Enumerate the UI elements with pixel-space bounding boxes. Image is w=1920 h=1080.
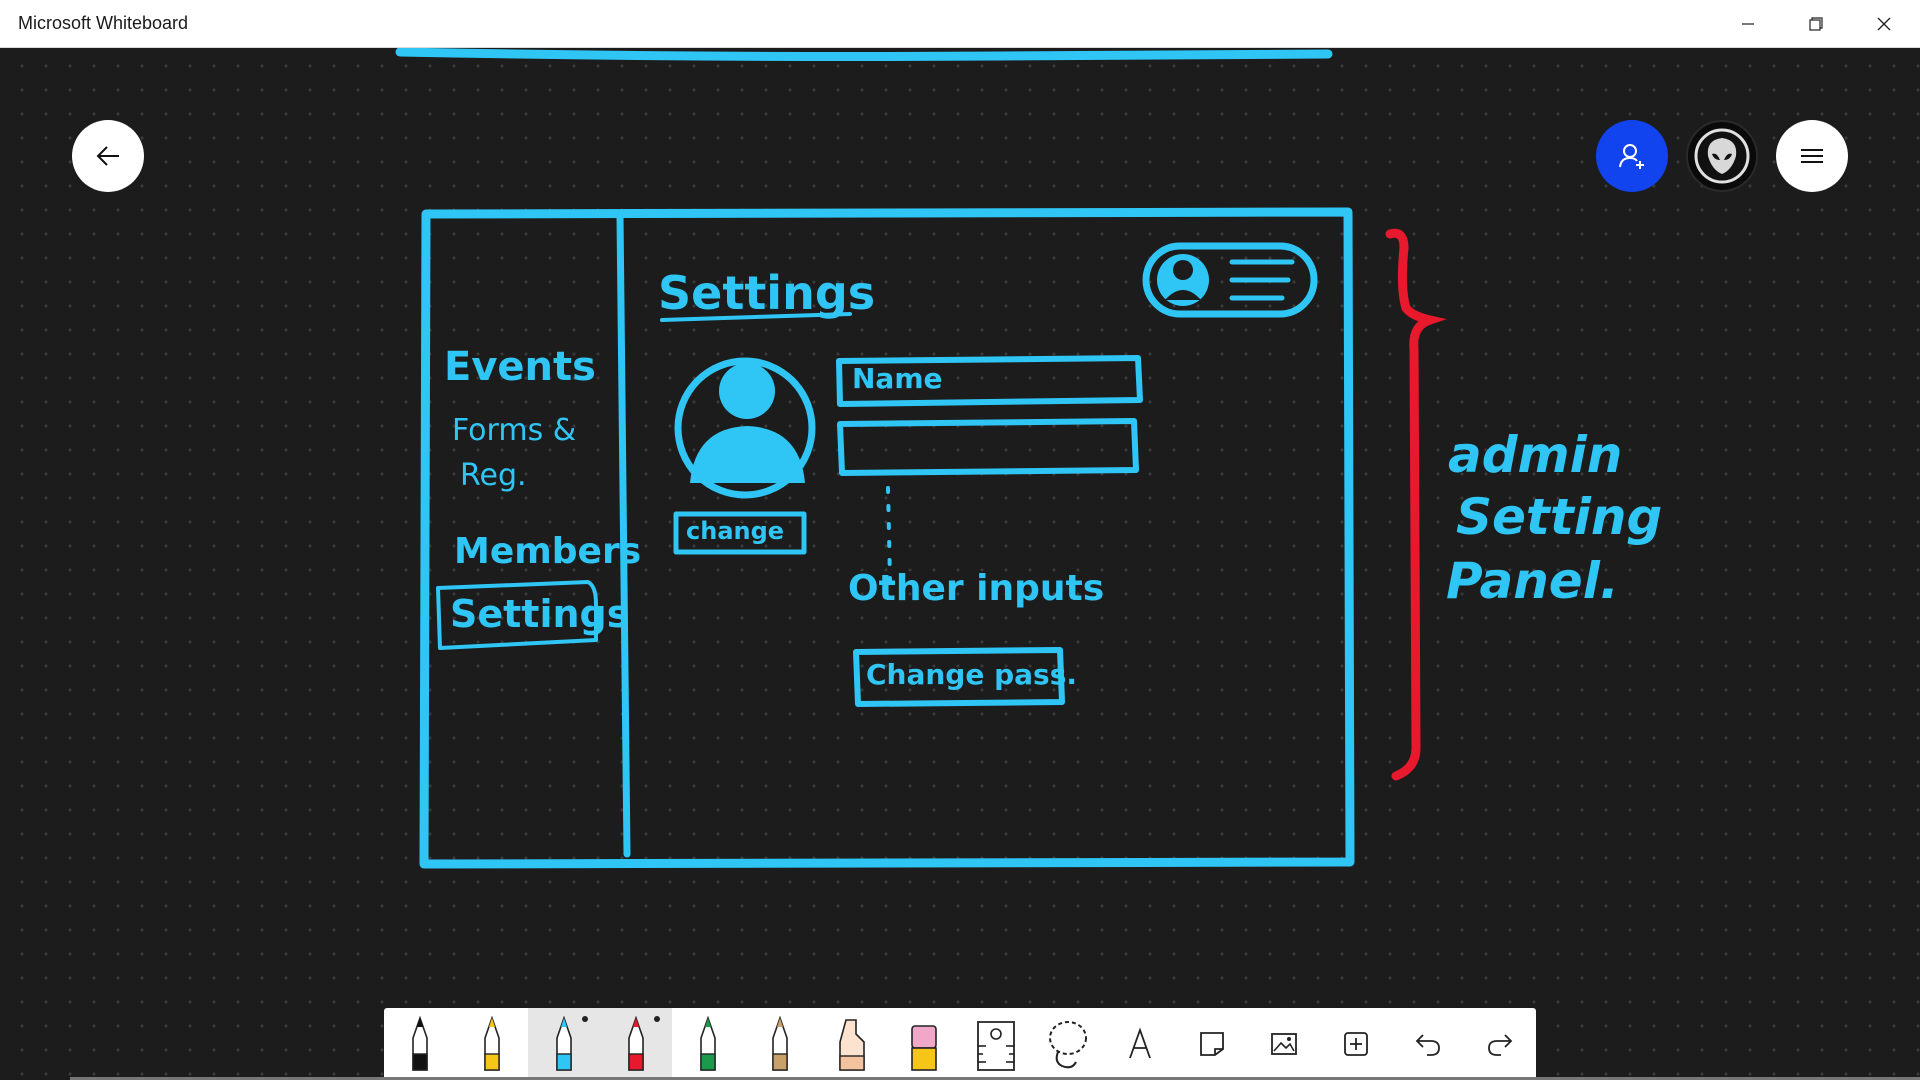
tool-insert[interactable]: [1320, 1008, 1392, 1080]
settings-heading: Settings: [658, 266, 876, 320]
pen-icon: [772, 1016, 788, 1071]
whiteboard-canvas[interactable]: Events Forms & Reg. Members Settings Set…: [0, 48, 1920, 1080]
other-inputs-label: Other inputs: [848, 568, 1105, 609]
tool-yellow-pen[interactable]: [456, 1008, 528, 1080]
ink-strokes: [395, 48, 1447, 869]
scroll-strip: [70, 1077, 1920, 1080]
note-icon: [1200, 1032, 1224, 1056]
ruler-icon: [977, 1021, 1015, 1071]
tool-ruler[interactable]: [960, 1008, 1032, 1080]
tool-note[interactable]: [1176, 1008, 1248, 1080]
tool-black-pen[interactable]: [384, 1008, 456, 1080]
tool-tan-pen[interactable]: [744, 1008, 816, 1080]
tool-eraser[interactable]: [888, 1008, 960, 1080]
hamburger-icon: [1801, 149, 1823, 163]
active-dot: [582, 1016, 588, 1022]
avatar-circle: [674, 357, 816, 499]
insert-icon: [1344, 1032, 1368, 1056]
image-icon: [1271, 1033, 1297, 1055]
window-title: Microsoft Whiteboard: [18, 13, 189, 33]
profile-pill-content: [1157, 254, 1295, 306]
tool-text[interactable]: [1104, 1008, 1176, 1080]
arrow-left-icon: [96, 146, 119, 166]
highlighter-icon: [839, 1019, 865, 1071]
account-button[interactable]: [1686, 120, 1758, 192]
redo-icon: [1488, 1034, 1513, 1056]
tool-green-pen[interactable]: [672, 1008, 744, 1080]
sidebar-members: Members: [454, 531, 642, 572]
sidebar-settings: Settings: [450, 592, 630, 636]
change-button-outline: [673, 511, 807, 555]
back-button[interactable]: [72, 120, 144, 192]
undo-icon: [1415, 1034, 1440, 1056]
pen-icon: [628, 1016, 644, 1071]
ink-toolbar: [384, 1008, 1536, 1080]
settings-highlight-box: [436, 580, 598, 650]
alien-avatar-icon: [1694, 128, 1750, 184]
eraser-icon: [911, 1025, 937, 1071]
active-dot: [654, 1016, 660, 1022]
minimize-icon: [1742, 23, 1754, 25]
heading-underline: [660, 312, 852, 322]
tool-blue-pen[interactable]: [528, 1008, 600, 1080]
sidebar-forms: Forms &: [452, 413, 577, 448]
sidebar-divider: [616, 212, 631, 858]
change-pass-outline: [853, 647, 1065, 707]
tool-lasso[interactable]: [1032, 1008, 1104, 1080]
annotation-line-3: Panel.: [1446, 552, 1619, 610]
second-field-outline: [837, 418, 1139, 476]
avatar-silhouette: [690, 363, 805, 483]
title-bar: Microsoft Whiteboard: [0, 0, 1920, 48]
annotation-line-2: Setting: [1456, 488, 1663, 546]
menu-button[interactable]: [1776, 120, 1848, 192]
top-stroke: [395, 48, 1333, 61]
red-brace: [1385, 228, 1447, 781]
name-field-outline: [836, 355, 1143, 407]
restore-icon: [1809, 17, 1823, 31]
text-icon: [1129, 1027, 1151, 1059]
close-button[interactable]: [1850, 0, 1918, 48]
pen-icon: [556, 1016, 572, 1071]
tool-image[interactable]: [1248, 1008, 1320, 1080]
close-icon: [1877, 17, 1891, 31]
restore-button[interactable]: [1782, 0, 1850, 48]
tool-red-pen[interactable]: [600, 1008, 672, 1080]
change-button-label: change: [686, 517, 785, 545]
annotation-line-1: admin: [1448, 426, 1623, 484]
tool-highlighter[interactable]: [816, 1008, 888, 1080]
dotted-line: [886, 486, 892, 582]
name-field-label: Name: [852, 362, 943, 395]
sidebar-reg: Reg.: [460, 458, 527, 493]
frame-outline: [419, 207, 1355, 869]
minimize-button[interactable]: [1714, 0, 1782, 48]
pen-icon: [484, 1016, 500, 1071]
share-button[interactable]: [1596, 120, 1668, 192]
profile-pill: [1142, 242, 1318, 318]
tool-undo[interactable]: [1392, 1008, 1464, 1080]
change-pass-label: Change pass.: [866, 658, 1077, 691]
pen-icon: [700, 1016, 716, 1071]
add-person-icon: [1619, 144, 1644, 169]
pen-icon: [412, 1016, 428, 1071]
sidebar-events: Events: [444, 344, 596, 390]
tool-redo[interactable]: [1464, 1008, 1536, 1080]
lasso-icon: [1049, 1021, 1087, 1069]
